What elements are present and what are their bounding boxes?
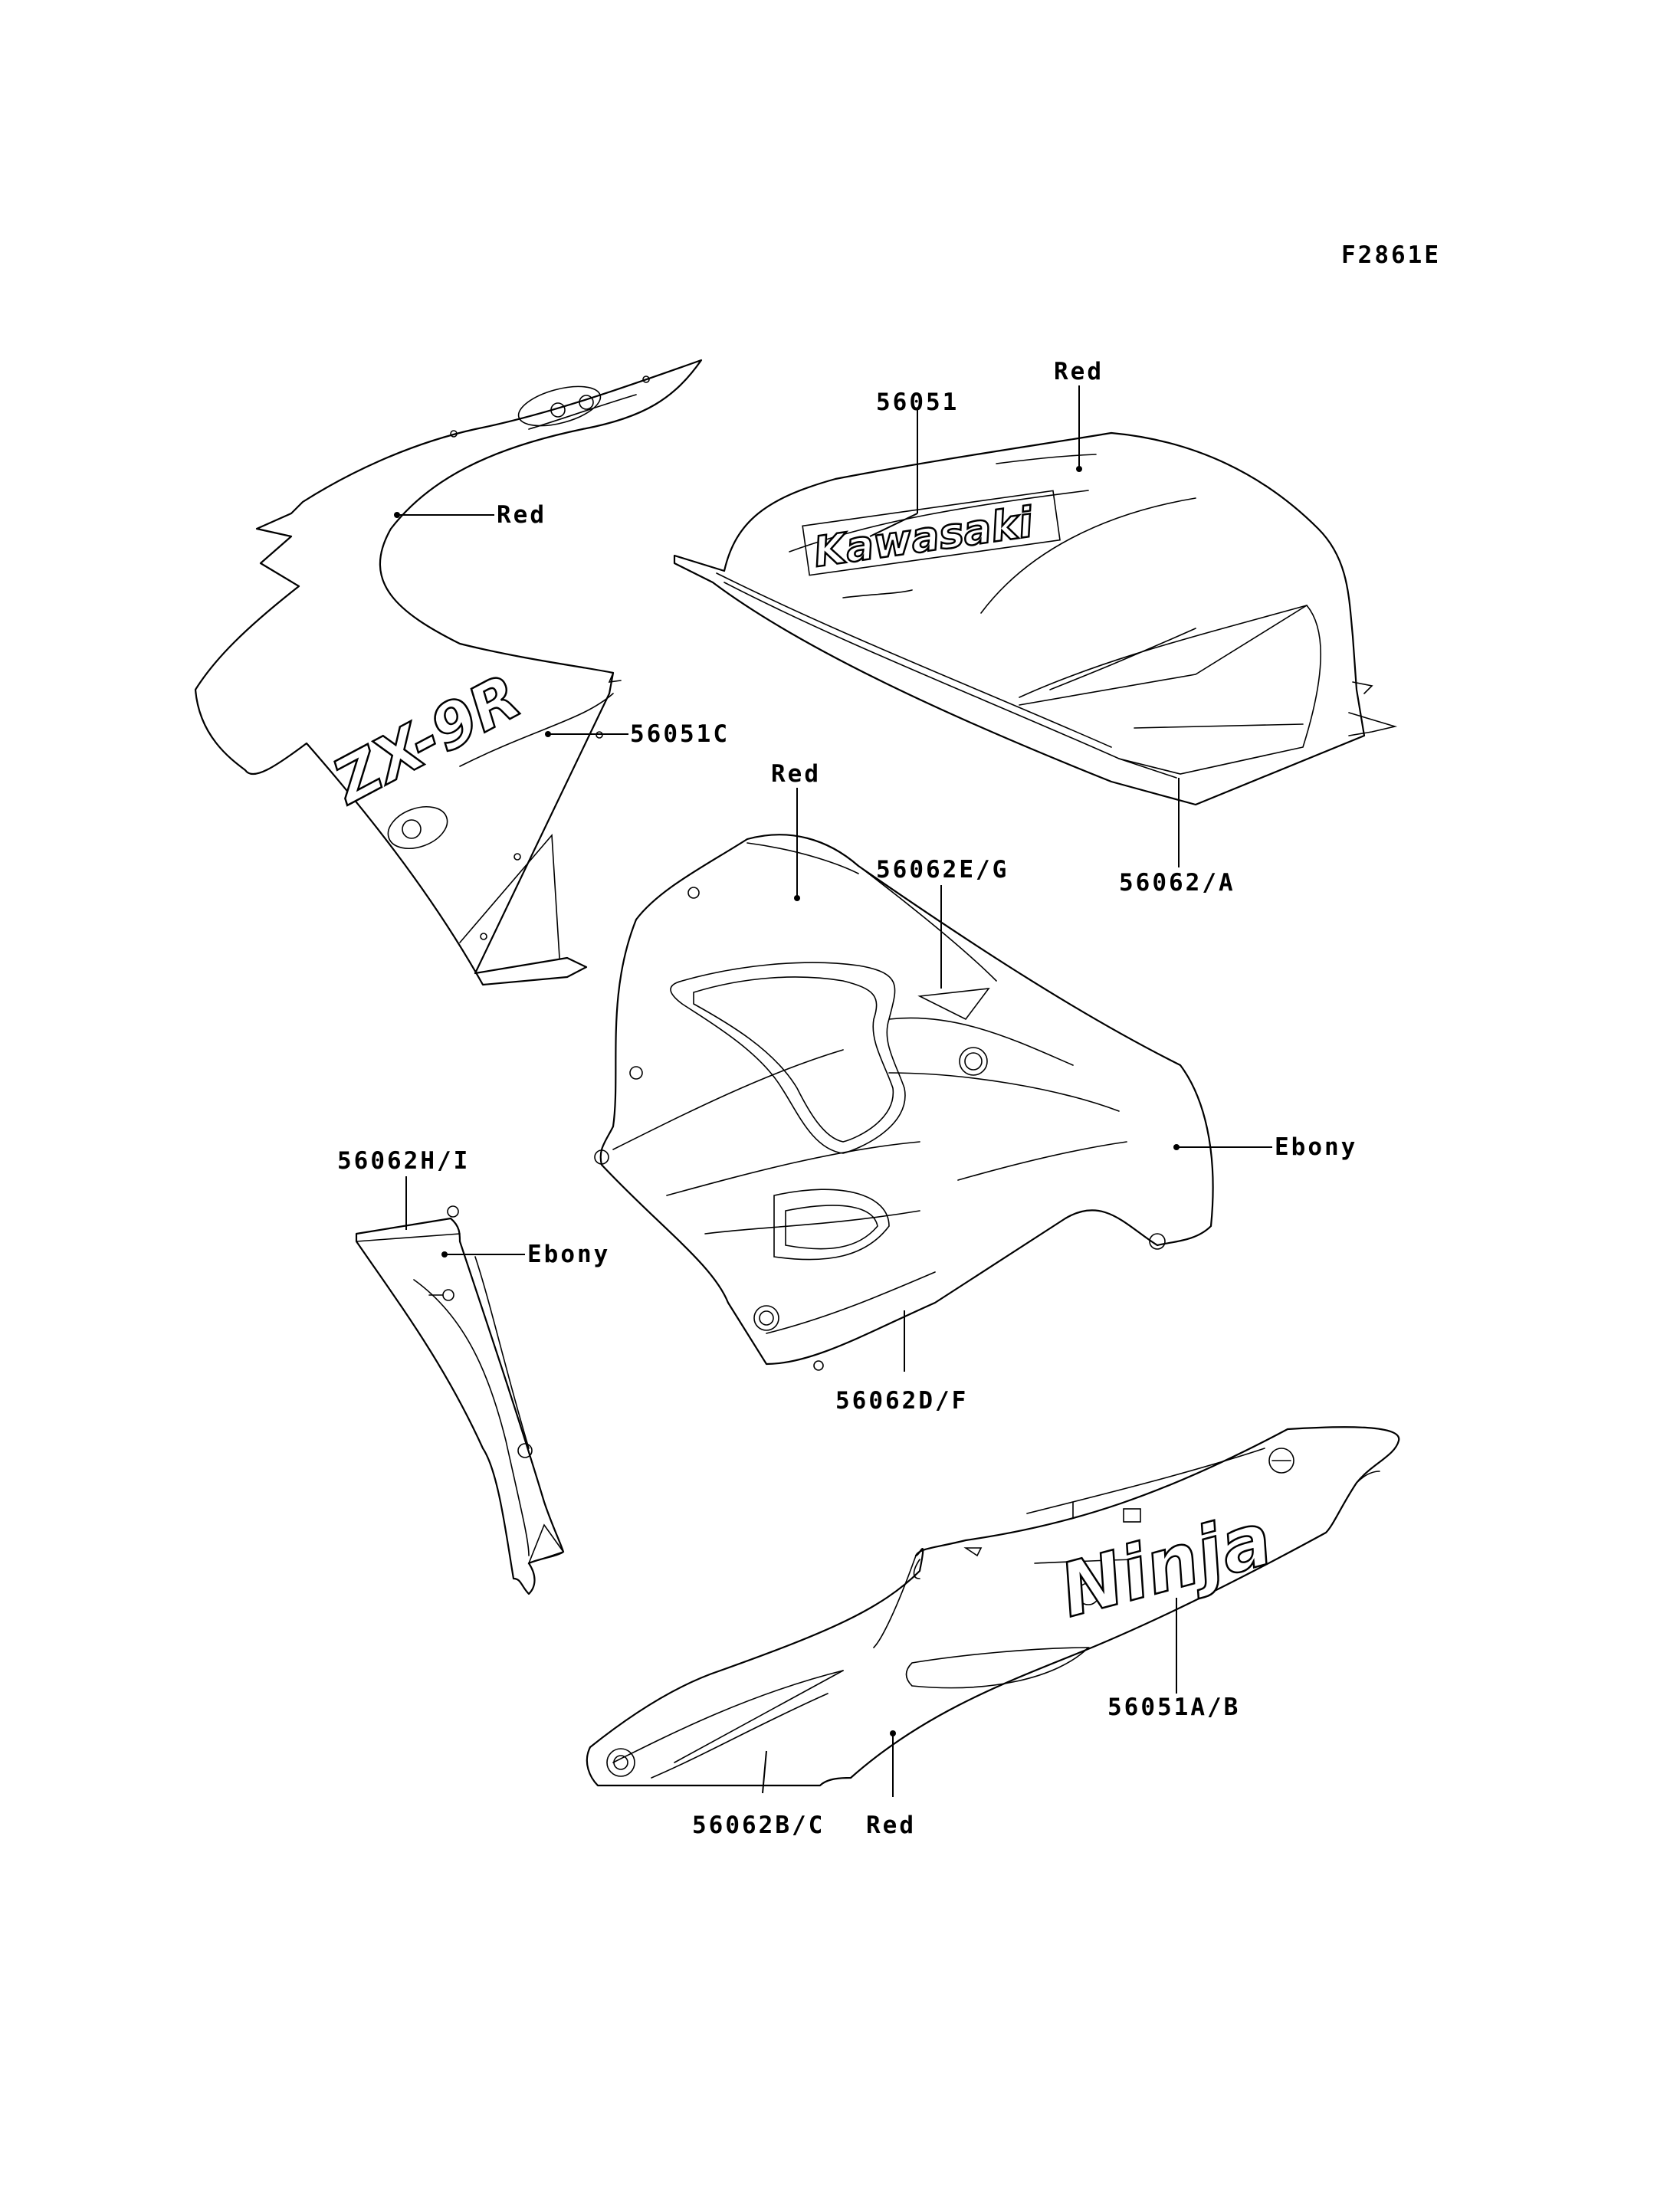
inner-panel [355, 1205, 565, 1595]
label-middle-cowl-red: Red [771, 760, 821, 788]
fuel-tank: Kawasaki [673, 431, 1398, 806]
tail-section: Ninja [586, 1426, 1400, 1787]
label-middle-cowl-ebony: Ebony [1275, 1133, 1357, 1161]
label-tank-red: Red [1054, 358, 1104, 385]
label-tail-red: Red [866, 1812, 916, 1839]
label-56051: 56051 [876, 389, 959, 416]
zx9r-logo: ZX-9R [320, 661, 532, 818]
label-56062-d-f: 56062D/F [835, 1387, 968, 1415]
ninja-logo: Ninja [1052, 1496, 1281, 1634]
figure-id: F2861E [1341, 241, 1441, 269]
middle-cowl [594, 834, 1214, 1371]
label-56051c: 56051C [630, 720, 730, 748]
upper-cowl: ZX-9R [194, 359, 703, 986]
label-inner-panel-ebony: Ebony [527, 1241, 610, 1268]
label-56062-h-i: 56062H/I [337, 1147, 470, 1175]
label-56062-a: 56062/A [1119, 869, 1235, 897]
label-upper-cowl-red: Red [497, 501, 546, 529]
label-56051-a-b: 56051A/B [1107, 1694, 1240, 1721]
label-56062-b-c: 56062B/C [692, 1812, 825, 1839]
label-56062-e-g: 56062E/G [876, 856, 1009, 884]
kawasaki-logo: Kawasaki [811, 498, 1037, 577]
